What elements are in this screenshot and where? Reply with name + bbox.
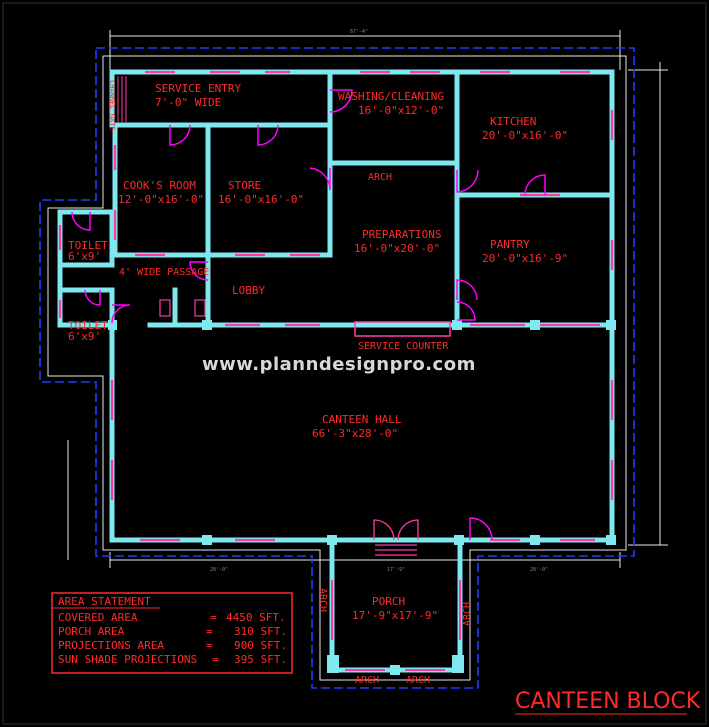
channel-gate	[117, 76, 127, 122]
label-toilet-2: TOILET	[68, 319, 108, 332]
projection-outline	[39, 47, 635, 689]
area-statement-box	[51, 592, 293, 674]
size-canteen-hall: 66'-3"x28'-0"	[312, 427, 398, 440]
label-canteen-hall: CANTEEN HALL	[322, 413, 402, 426]
label-pantry: PANTRY	[490, 238, 530, 251]
area-row-label: PORCH AREA	[58, 625, 125, 638]
area-row-value: 4450 SFT.	[226, 611, 286, 624]
area-row-eq: =	[206, 639, 213, 652]
area-row-eq: =	[212, 653, 219, 666]
dim-top-overall: 67'-4"	[350, 29, 368, 35]
dim-bottom-right: 20'-0"	[530, 567, 548, 573]
label-arch-porch-bottom-right: ARCH	[406, 675, 430, 686]
columns	[108, 320, 616, 675]
area-row-value: 900 SFT.	[234, 639, 287, 652]
label-arch-porch-left: ARCH	[317, 588, 328, 612]
size-kitchen: 20'-0"x16'-0"	[482, 129, 568, 142]
area-row-value: 310 SFT.	[234, 625, 287, 638]
watermark: www.planndesignpro.com	[202, 354, 476, 375]
plinth-outline	[47, 55, 627, 681]
windows	[58, 70, 614, 542]
area-row-label: PROJECTIONS AREA	[58, 639, 164, 652]
size-porch: 17'-9"x17'-9"	[352, 609, 438, 622]
area-row-eq: =	[210, 611, 217, 624]
label-cooks-room: COOK'S ROOM	[123, 179, 196, 192]
label-lobby: LOBBY	[232, 284, 265, 297]
porch-arches	[331, 580, 461, 671]
area-statement: AREA STATEMENT COVERED AREA = 4450 SFT. …	[51, 592, 293, 674]
dim-bottom-left: 20'-0"	[210, 567, 228, 573]
main-entrance-door	[373, 519, 419, 556]
drawing-title: CANTEEN BLOCK	[515, 689, 701, 714]
label-toilet-1: TOILET	[68, 239, 108, 252]
area-row-eq: =	[206, 625, 213, 638]
label-arch-prep: ARCH	[368, 172, 392, 183]
label-arch-porch-right: ARCH	[462, 602, 473, 626]
label-store: STORE	[228, 179, 261, 192]
label-service-counter: SERVICE COUNTER	[358, 341, 449, 352]
size-pantry: 20'-0"x16'-9"	[482, 252, 568, 265]
size-washing: 16'-0"x12'-0"	[358, 104, 444, 117]
size-service-entry: 7'-0" WIDE	[155, 96, 221, 109]
label-channel-gate: CHANNEL GATE	[108, 80, 116, 131]
size-toilet-1: 6'x9'	[68, 250, 101, 263]
label-service-entry: SERVICE ENTRY	[155, 82, 241, 95]
area-row-label: COVERED AREA	[58, 611, 138, 624]
label-arch-porch-bottom-left: ARCH	[355, 675, 379, 686]
label-washing: WASHING/CLEANING	[338, 90, 444, 103]
area-row-label: SUN SHADE PROJECTIONS	[58, 653, 197, 666]
area-row-value: 395 SFT.	[234, 653, 287, 666]
label-passage: 4' WIDE PASSAGE	[119, 267, 209, 278]
area-statement-heading: AREA STATEMENT	[58, 595, 151, 608]
doors	[71, 89, 546, 541]
size-cooks-room: 12'-0"x16'-0"	[118, 193, 204, 206]
size-preparations: 16'-0"x20'-0"	[354, 242, 440, 255]
size-toilet-2: 6'x9'	[68, 330, 101, 343]
lobby-fixtures	[159, 299, 206, 317]
label-kitchen: KITCHEN	[490, 115, 536, 128]
size-store: 16'-0"x16'-0"	[218, 193, 304, 206]
service-counter-outline	[354, 321, 451, 337]
label-preparations: PREPARATIONS	[362, 228, 441, 241]
dim-bottom-mid: 17'-9"	[387, 567, 405, 573]
label-porch: PORCH	[372, 595, 405, 608]
